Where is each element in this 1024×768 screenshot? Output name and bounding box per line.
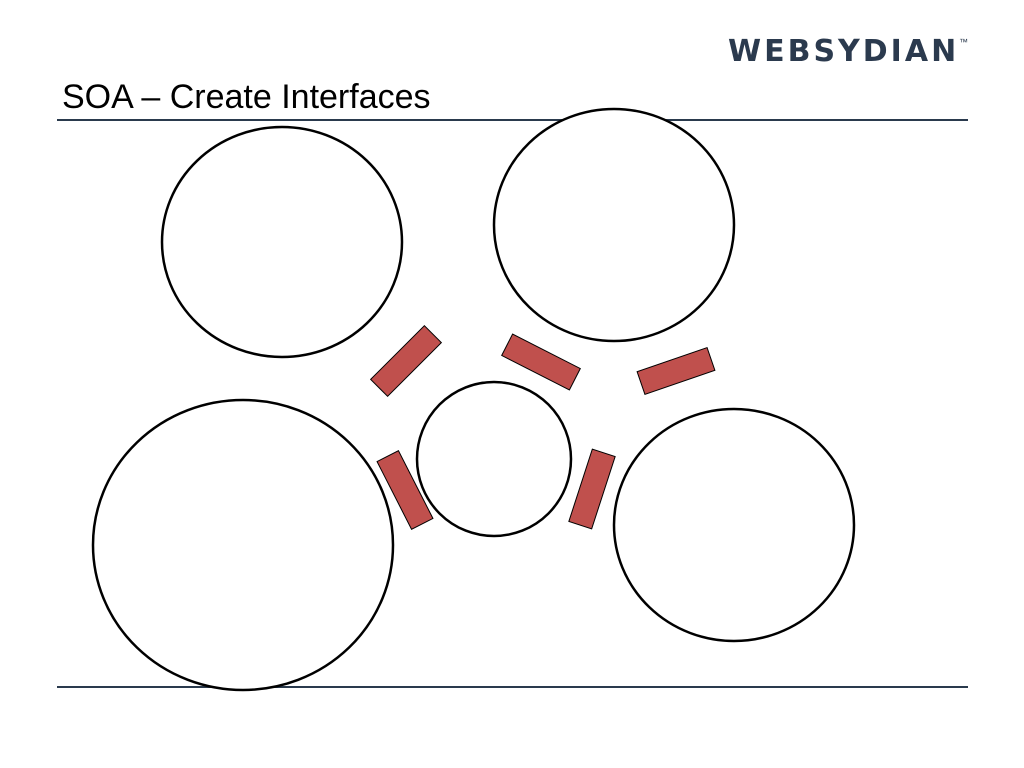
service-circle-top-left [160,125,404,359]
service-circle-bottom-left [91,398,395,692]
interface-2 [501,333,581,391]
interface-4 [376,450,434,530]
logo-trademark: ™ [959,37,968,47]
service-circle-bottom-right [612,407,856,643]
logo-wordmark: WEBSYDIAN [728,34,960,69]
company-logo: WEBSYDIAN ™ [728,36,973,76]
slide-title: SOA – Create Interfaces [62,78,431,116]
interface-1 [369,324,443,398]
interface-3 [636,346,716,396]
service-circle-top-right [492,107,736,343]
title-divider [57,119,968,121]
footer-divider [57,686,968,688]
interface-5 [568,448,616,530]
service-circle-center [415,380,573,538]
